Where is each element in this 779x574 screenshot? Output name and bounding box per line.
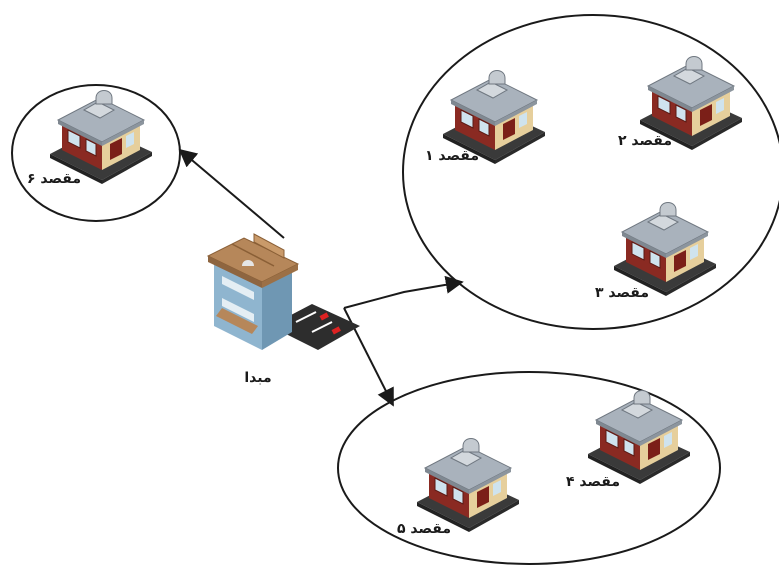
origin-building-icon xyxy=(207,233,361,351)
destination-1-label: مقصد ۱ xyxy=(425,148,479,164)
destination-2-label: مقصد ۲ xyxy=(618,133,672,149)
store-building-icon xyxy=(613,202,717,297)
store-building-icon xyxy=(416,438,520,533)
destination-6-label: مقصد ۶ xyxy=(27,171,81,187)
group-ellipse-destinations-1-3 xyxy=(402,14,779,330)
arrow-to-destinations-1-3 xyxy=(343,275,464,309)
destination-4-label: مقصد ۴ xyxy=(566,474,620,490)
store-building-icon xyxy=(49,90,153,185)
destination-5-label: مقصد ۵ xyxy=(397,521,451,537)
origin-label: مبدا xyxy=(244,370,271,386)
store-building-icon xyxy=(587,390,691,485)
destination-3-label: مقصد ۳ xyxy=(595,285,649,301)
group-ellipse-destinations-4-5 xyxy=(337,371,721,565)
arrow-to-destination-6 xyxy=(178,148,285,239)
